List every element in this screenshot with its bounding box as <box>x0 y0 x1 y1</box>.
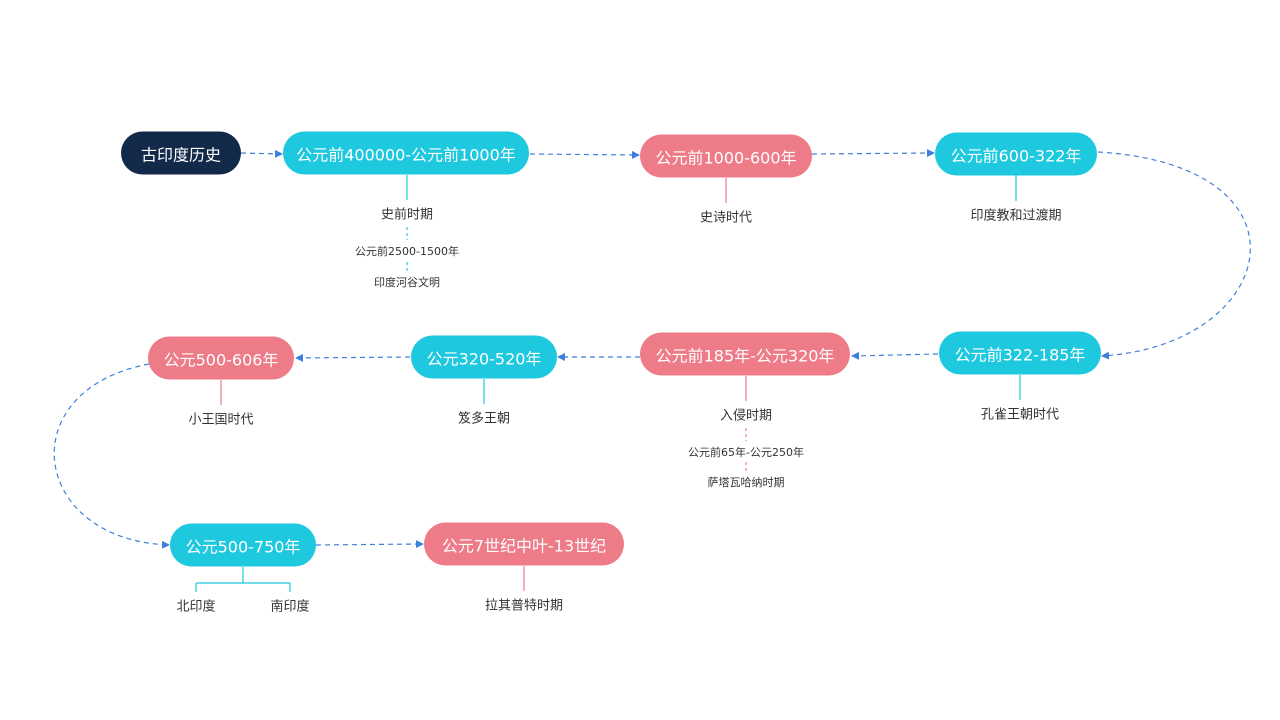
period-sub-p5: 入侵时期 <box>719 408 773 424</box>
period-note-p1: 公元前2500-1500年 <box>355 245 459 258</box>
period-node-p7[interactable]: 公元500-606年 <box>148 336 294 380</box>
root-node[interactable]: 古印度历史 <box>121 131 241 175</box>
period-sub-p3: 印度教和过渡期 <box>970 208 1062 224</box>
period-note-p5: 公元前65年-公元250年 <box>688 446 804 459</box>
arrow-p4-to-p5 <box>851 351 939 360</box>
period-sub-p9: 拉其普特时期 <box>484 598 564 614</box>
period-sub-p2: 史诗时代 <box>699 210 753 226</box>
period-node-p2[interactable]: 公元前1000-600年 <box>640 134 812 178</box>
period-sub-p7: 小王国时代 <box>188 412 254 428</box>
arrow-p8-to-p9 <box>315 540 424 549</box>
period-node-p4[interactable]: 公元前322-185年 <box>939 331 1101 375</box>
arrow-p6-to-p7 <box>295 353 411 362</box>
period-sub-p6: 笈多王朝 <box>457 411 511 427</box>
period-node-p5[interactable]: 公元前185年-公元320年 <box>640 332 850 376</box>
period-subnote-p5: 萨塔瓦哈纳时期 <box>707 476 785 489</box>
arrow-p1-to-p2 <box>529 150 640 159</box>
arrow-root-to-p1 <box>240 149 283 158</box>
branch-bracket-p8 <box>195 567 291 592</box>
arrow-p7-to-p8 <box>53 363 170 549</box>
branch-south-india: 南印度 <box>270 599 310 615</box>
period-node-p6[interactable]: 公元320-520年 <box>411 335 557 379</box>
period-subnote-p1: 印度河谷文明 <box>374 276 440 289</box>
period-node-p1[interactable]: 公元前400000-公元前1000年 <box>283 131 529 175</box>
period-node-p3[interactable]: 公元前600-322年 <box>935 132 1097 176</box>
arrow-p2-to-p3 <box>811 149 935 158</box>
period-node-p8[interactable]: 公元500-750年 <box>170 523 316 567</box>
period-node-p9[interactable]: 公元7世纪中叶-13世纪 <box>424 522 624 566</box>
period-sub-p1: 史前时期 <box>380 207 434 223</box>
arrow-p3-to-p4 <box>1097 151 1251 360</box>
branch-north-india: 北印度 <box>176 599 216 615</box>
period-sub-p4: 孔雀王朝时代 <box>980 407 1060 423</box>
